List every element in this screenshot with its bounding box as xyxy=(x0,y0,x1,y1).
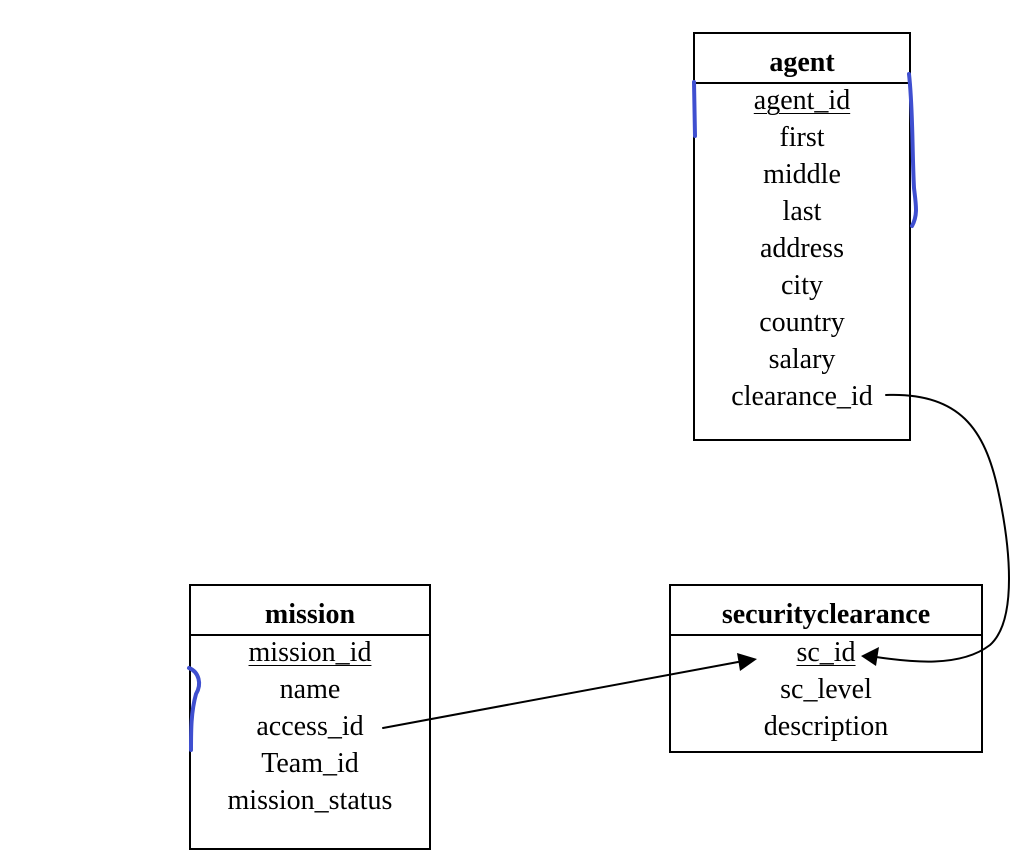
attribute-access-id: access_id xyxy=(256,711,364,742)
attribute-name: name xyxy=(279,674,341,705)
primary-key-agent-id: agent_id xyxy=(753,85,851,116)
primary-key-sc-id: sc_id xyxy=(796,637,856,668)
annotation-mark-agent-right xyxy=(907,72,918,228)
entity-title-agent: agent xyxy=(695,34,909,84)
attribute-list-securityclearance: sc_id sc_level description xyxy=(671,636,981,747)
attribute-first: first xyxy=(779,122,825,153)
attribute-last: last xyxy=(782,196,822,227)
attribute-mission-status: mission_status xyxy=(227,785,393,816)
attribute-middle: middle xyxy=(763,159,841,190)
attribute-sc-level: sc_level xyxy=(780,674,872,705)
arrowhead-sc-id-from-agent xyxy=(861,647,879,666)
entity-agent[interactable]: agent agent_id first middle last address… xyxy=(693,32,911,441)
attribute-team-id: Team_id xyxy=(261,748,359,779)
attribute-country: country xyxy=(759,307,845,338)
attribute-clearance-id: clearance_id xyxy=(731,381,873,412)
entity-mission[interactable]: mission mission_id name access_id Team_i… xyxy=(189,584,431,850)
entity-securityclearance[interactable]: securityclearance sc_id sc_level descrip… xyxy=(669,584,983,753)
connector-access-to-sc-id[interactable] xyxy=(382,661,739,729)
annotation-mark-mission-left xyxy=(187,666,202,752)
attribute-list-agent: agent_id first middle last address city … xyxy=(695,84,909,417)
connector-clearance-to-sc-id[interactable] xyxy=(875,393,1010,663)
primary-key-mission-id: mission_id xyxy=(248,637,372,668)
attribute-salary: salary xyxy=(768,344,836,375)
attribute-city: city xyxy=(781,270,823,301)
annotation-mark-agent-left xyxy=(692,80,697,138)
attribute-list-mission: mission_id name access_id Team_id missio… xyxy=(191,636,429,821)
entity-title-mission: mission xyxy=(191,586,429,636)
entity-title-securityclearance: securityclearance xyxy=(671,586,981,636)
attribute-address: address xyxy=(760,233,844,264)
attribute-description: description xyxy=(763,711,889,742)
arrowhead-sc-id-from-mission xyxy=(737,653,757,671)
